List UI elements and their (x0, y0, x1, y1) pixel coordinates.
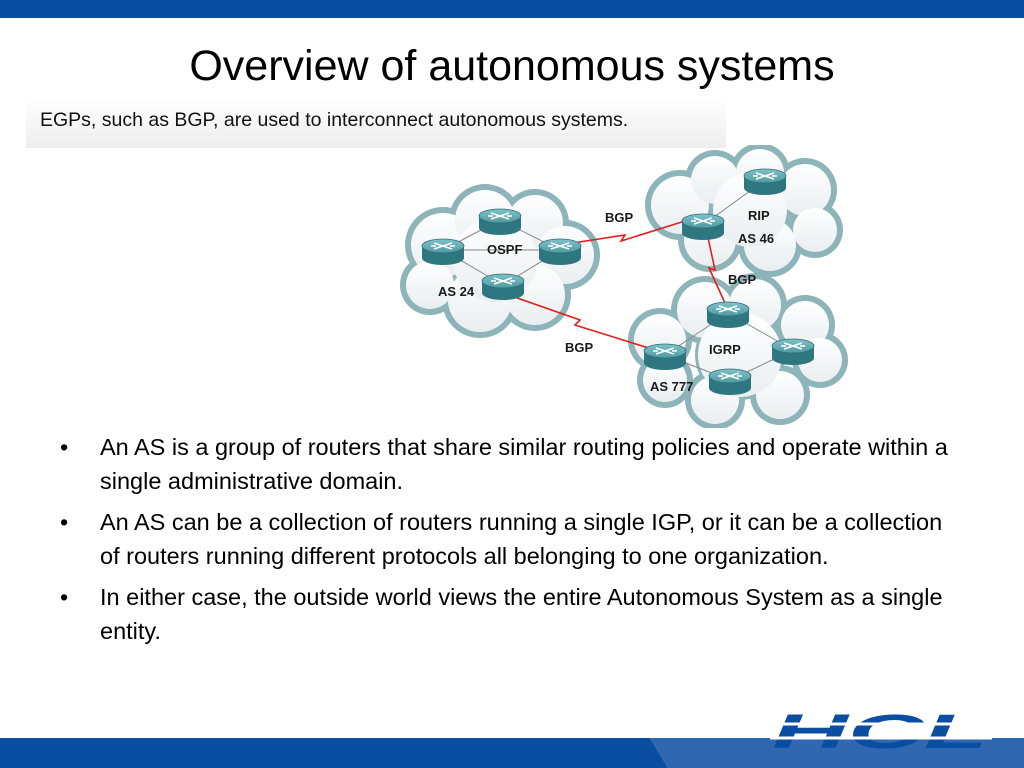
bullet-marker: • (60, 584, 69, 610)
autonomous-systems-diagram: OSPF AS 24 RIP AS 46 IGRP AS 777 BGP BGP… (400, 145, 848, 428)
bullet-item: • In either case, the outside world view… (60, 580, 960, 648)
router-as777-left (643, 343, 687, 371)
bullet-item: • An AS can be a collection of routers r… (60, 505, 960, 573)
hcl-logo: HCL (770, 708, 992, 754)
top-banner (0, 0, 1024, 18)
router-as777-top (706, 301, 750, 329)
router-as24-right (538, 238, 582, 266)
bullet-marker: • (60, 434, 69, 460)
bullet-text: In either case, the outside world views … (100, 584, 943, 644)
router-as24-bottom (481, 273, 525, 301)
slide-title: Overview of autonomous systems (189, 42, 835, 90)
caption-background (26, 96, 726, 148)
label-bgp-bottom: BGP (565, 340, 594, 355)
router-as24-top (478, 208, 522, 236)
logo-text: HCL (772, 708, 988, 754)
label-igrp: IGRP (709, 342, 741, 357)
bullet-list: • An AS is a group of routers that share… (60, 430, 960, 655)
label-ospf: OSPF (487, 242, 522, 257)
label-bgp-right: BGP (728, 272, 757, 287)
label-bgp-top: BGP (605, 210, 634, 225)
router-as24-left (421, 238, 465, 266)
router-as46-top (743, 168, 787, 196)
label-rip: RIP (748, 208, 770, 223)
bullet-item: • An AS is a group of routers that share… (60, 430, 960, 498)
bullet-marker: • (60, 509, 69, 535)
router-as46-left (681, 213, 725, 241)
bullet-text: An AS is a group of routers that share s… (100, 434, 948, 494)
bullet-text: An AS can be a collection of routers run… (100, 509, 943, 569)
diagram-caption: EGPs, such as BGP, are used to interconn… (40, 109, 629, 131)
bottom-banner (0, 738, 1024, 768)
cloud-as46 (645, 145, 843, 277)
label-as777: AS 777 (650, 379, 693, 394)
label-as24: AS 24 (438, 284, 475, 299)
router-as777-right (771, 338, 815, 366)
label-as46: AS 46 (738, 231, 774, 246)
router-as777-bottom (708, 368, 752, 396)
bgp-links (502, 220, 726, 351)
